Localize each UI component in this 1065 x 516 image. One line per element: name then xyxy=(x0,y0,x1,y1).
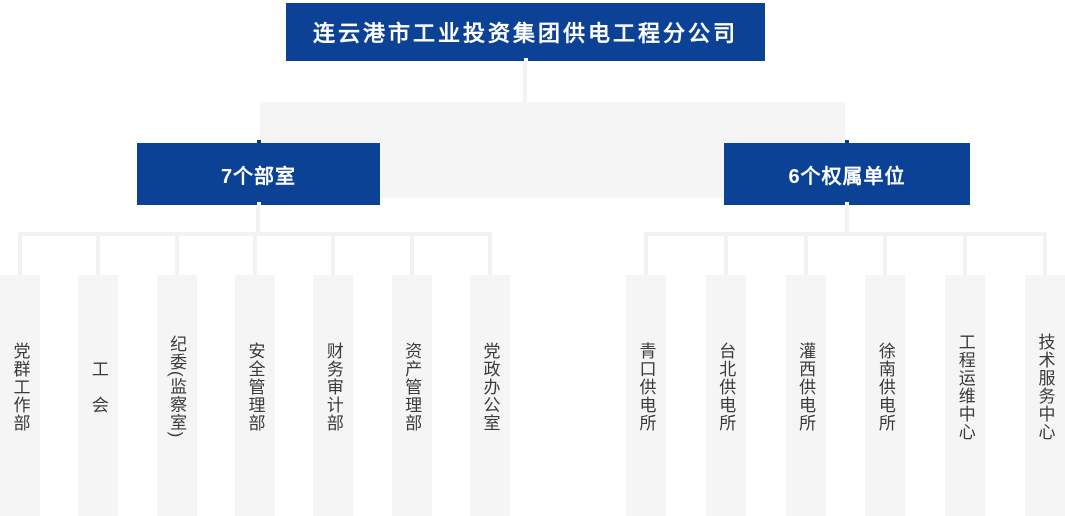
group-node-departments: 7个部室 xyxy=(137,140,380,205)
org-leaf-label: 党群工作部 xyxy=(10,341,30,432)
org-leaf-label: 技术服务中心 xyxy=(1035,332,1055,441)
org-leaf-label: 财务审计部 xyxy=(323,341,343,432)
departments-anchor-nub xyxy=(256,140,261,143)
org-leaf-node: 工程运维中心 xyxy=(945,236,986,516)
connector-rail-units xyxy=(644,232,1047,236)
org-leaf-node: 徐南供电所 xyxy=(865,236,906,516)
org-leaf-label: 台北供电所 xyxy=(716,341,736,432)
org-leaf-node: 技术服务中心 xyxy=(1024,236,1065,516)
org-leaf-node: 纪委(监察室) xyxy=(156,236,197,516)
org-leaf-node: 灌西供电所 xyxy=(785,236,826,516)
org-leaf-label: 党政办公室 xyxy=(480,341,500,432)
org-leaf-node: 党群工作部 xyxy=(0,236,40,516)
org-leaf-node: 青口供电所 xyxy=(626,236,666,516)
connector-rail-departments xyxy=(18,232,492,236)
org-leaf-label: 徐南供电所 xyxy=(875,341,895,432)
connector-units-drop xyxy=(845,205,849,232)
org-leaf-node: 财务审计部 xyxy=(313,236,354,516)
units-column-group: 青口供电所 台北供电所 灌西供电所 徐南供电所 工程运维中心 技术服务中心 xyxy=(626,236,1065,516)
org-leaf-label: 资产管理部 xyxy=(402,341,422,432)
group-units-label: 6个权属单位 xyxy=(788,165,906,188)
org-root-node: 连云港市工业投资集团供电工程分公司 xyxy=(286,3,765,61)
org-leaf-node: 安全管理部 xyxy=(234,236,275,516)
group-departments-label: 7个部室 xyxy=(220,165,297,188)
org-leaf-label: 工程运维中心 xyxy=(955,332,975,441)
org-leaf-node: 工 会 xyxy=(78,236,119,516)
units-connector-notch xyxy=(845,202,849,205)
org-root-label: 连云港市工业投资集团供电工程分公司 xyxy=(312,21,738,46)
org-leaf-label: 安全管理部 xyxy=(245,341,265,432)
departments-column-group: 党群工作部 工 会 纪委(监察室) 安全管理部 财务审计部 资产管理部 党政办公… xyxy=(0,236,510,516)
units-anchor-nub xyxy=(845,140,849,143)
org-leaf-node: 资产管理部 xyxy=(391,236,432,516)
root-connector-notch xyxy=(523,58,528,61)
org-leaf-label: 工 会 xyxy=(88,359,108,414)
connector-band-drop-left xyxy=(256,102,260,143)
departments-connector-notch xyxy=(256,202,261,205)
org-leaf-label: 青口供电所 xyxy=(636,341,656,432)
org-leaf-node: 党政办公室 xyxy=(469,236,510,516)
connector-departments-drop xyxy=(256,205,260,232)
org-leaf-node: 台北供电所 xyxy=(705,236,746,516)
group-node-units: 6个权属单位 xyxy=(724,140,970,205)
org-leaf-label: 灌西供电所 xyxy=(796,341,816,432)
org-leaf-label: 纪委(监察室) xyxy=(167,334,187,439)
connector-root-drop xyxy=(523,61,527,102)
connector-band-drop-right xyxy=(845,102,849,143)
